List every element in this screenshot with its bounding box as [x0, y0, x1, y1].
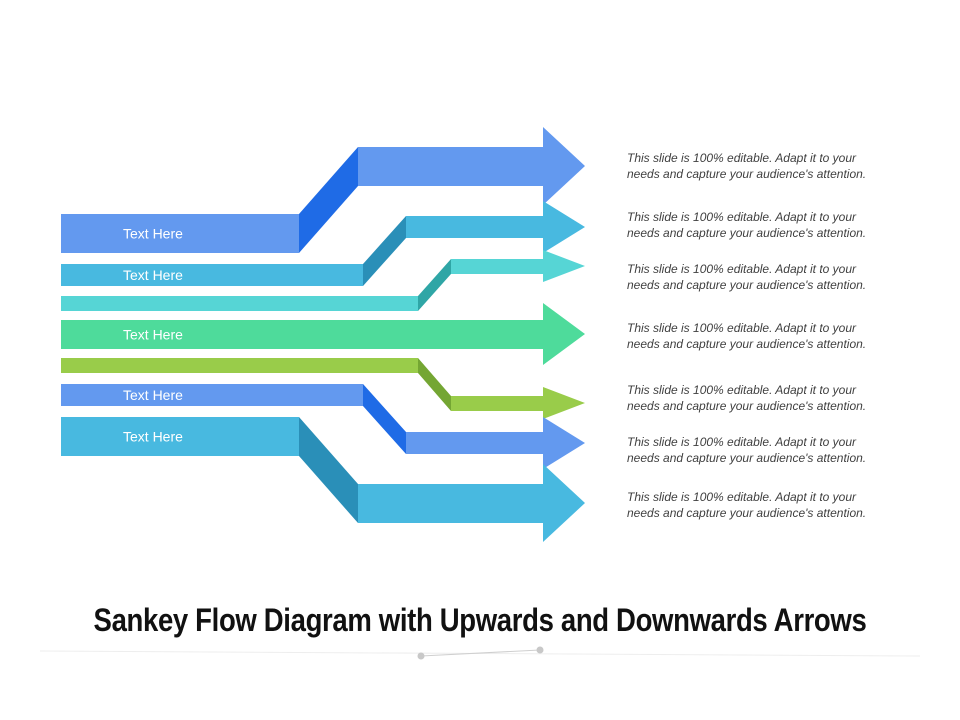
arrow-body	[61, 303, 585, 365]
flow-description-1: This slide is 100% editable. Adapt it to…	[627, 150, 927, 182]
arrow-head-band	[406, 417, 585, 469]
description-line: needs and capture your audience's attent…	[627, 506, 867, 520]
flow-description-6: This slide is 100% editable. Adapt it to…	[627, 434, 927, 466]
arrow-fold	[363, 216, 406, 286]
description-line: This slide is 100% editable. Adapt it to…	[627, 210, 857, 224]
flow-label-7: Text Here	[123, 429, 183, 445]
arrow-fold	[418, 259, 451, 311]
description-line: This slide is 100% editable. Adapt it to…	[627, 435, 857, 449]
slide-title: Sankey Flow Diagram with Upwards and Dow…	[93, 602, 867, 638]
arrow-head-band	[451, 387, 585, 419]
description-line: needs and capture your audience's attent…	[627, 226, 867, 240]
flow-description-5: This slide is 100% editable. Adapt it to…	[627, 382, 927, 414]
flow-arrow-5	[61, 358, 585, 419]
arrow-left-band	[61, 358, 418, 373]
description-line: This slide is 100% editable. Adapt it to…	[627, 151, 857, 165]
flow-arrow-4	[61, 303, 585, 365]
description-line: This slide is 100% editable. Adapt it to…	[627, 383, 857, 397]
arrow-head-band	[451, 250, 585, 282]
description-line: needs and capture your audience's attent…	[627, 451, 867, 465]
flow-arrow-1	[61, 127, 585, 253]
flow-arrow-6	[61, 384, 585, 469]
arrow-left-band	[61, 384, 363, 406]
flow-arrow-3	[61, 250, 585, 311]
arrow-head-band	[358, 127, 585, 205]
description-line: needs and capture your audience's attent…	[627, 167, 867, 181]
arrow-left-band	[61, 296, 418, 311]
flow-description-3: This slide is 100% editable. Adapt it to…	[627, 261, 927, 293]
flow-description-7: This slide is 100% editable. Adapt it to…	[627, 489, 927, 521]
arrow-fold	[418, 358, 451, 411]
flow-label-2: Text Here	[123, 267, 183, 283]
description-line: needs and capture your audience's attent…	[627, 399, 867, 413]
arrow-left-band	[61, 264, 363, 286]
flow-label-4: Text Here	[123, 327, 183, 343]
arrow-head-band	[406, 201, 585, 253]
flow-arrow-2	[61, 201, 585, 286]
description-line: needs and capture your audience's attent…	[627, 337, 867, 351]
arrow-fold	[299, 147, 358, 253]
arrow-left-band	[61, 214, 299, 253]
footer-decoration	[39, 646, 921, 660]
arrow-left-band	[61, 417, 299, 456]
flow-description-4: This slide is 100% editable. Adapt it to…	[627, 320, 927, 352]
description-line: needs and capture your audience's attent…	[627, 278, 867, 292]
arrow-head-band	[358, 464, 585, 542]
arrow-fold	[299, 417, 358, 523]
flow-label-1: Text Here	[123, 226, 183, 242]
description-line: This slide is 100% editable. Adapt it to…	[627, 262, 857, 276]
flow-arrow-7	[61, 417, 585, 542]
flow-description-2: This slide is 100% editable. Adapt it to…	[627, 209, 927, 241]
description-line: This slide is 100% editable. Adapt it to…	[627, 321, 857, 335]
description-line: This slide is 100% editable. Adapt it to…	[627, 490, 857, 504]
arrow-fold	[363, 384, 406, 454]
flow-label-6: Text Here	[123, 387, 183, 403]
